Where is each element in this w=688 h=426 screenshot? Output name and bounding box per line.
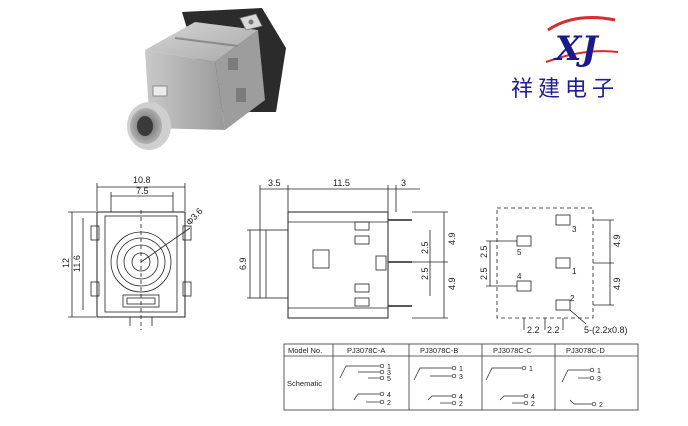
schematic-c (485, 365, 529, 406)
pcb-dim-bottom-a: 2.2 (527, 325, 540, 335)
side-dim-pin-offset: 3 (401, 178, 406, 188)
pcb-dim-col-a: 2.5 (479, 245, 489, 258)
side-dim-total-b: 4.9 (447, 277, 457, 290)
schematic-a (339, 363, 385, 405)
schematic-b-pin-4: 4 (459, 394, 463, 401)
side-dim-total-a: 4.9 (447, 232, 457, 245)
front-dim-inner-height: 11.6 (72, 255, 82, 272)
pcb-pin-label-4: 4 (517, 272, 522, 281)
side-dim-body: 11.5 (333, 178, 350, 188)
schematic-c-pin-1: 1 (529, 366, 533, 373)
front-dim-height: 12 (61, 258, 71, 268)
model-name-a: PJ3078C-A (347, 346, 385, 355)
front-dim-width: 10.8 (133, 175, 151, 185)
model-name-d: PJ3078C-D (566, 346, 605, 355)
schematic-d (561, 367, 597, 407)
schematic-b-pin-2: 2 (459, 401, 463, 408)
schematic-a-pin-4: 4 (387, 392, 391, 399)
pcb-pin-label-1: 1 (572, 267, 577, 276)
table-row-label: Schematic (287, 379, 322, 388)
schematic-d-pin-1: 1 (597, 368, 601, 375)
pcb-dim-row-a: 4.9 (612, 234, 622, 247)
brand-logo: XJ 祥建电子 (511, 16, 619, 102)
schematic-a-pin-3: 3 (387, 370, 391, 377)
pcb-pin-label-3: 3 (572, 225, 577, 234)
pcb-pin-label-2: 2 (570, 294, 575, 303)
pcb-layout-drawing (486, 207, 614, 330)
pcb-dim-row-b: 4.9 (612, 277, 622, 290)
model-table: Model No. Schematic PJ3078C-A PJ3078C-B … (283, 343, 639, 411)
product-photo (127, 8, 286, 150)
pcb-pin-label-5: 5 (517, 248, 522, 257)
pcb-dim-slot: 5-(2.2x0.8) (584, 325, 628, 335)
schematic-b-pin-1: 1 (459, 366, 463, 373)
schematic-d-pin-3: 3 (597, 376, 601, 383)
side-dim-pin-b: 2.5 (420, 267, 430, 280)
schematic-c-pin-4: 4 (531, 394, 535, 401)
pcb-dim-col-b: 2.5 (479, 267, 489, 280)
schematic-b (413, 365, 457, 406)
front-dim-hole: Φ3.6 (184, 206, 205, 227)
schematic-d-pin-2: 2 (599, 402, 603, 409)
schematic-b-pin-3: 3 (459, 374, 463, 381)
front-dim-inner-width: 7.5 (136, 186, 149, 196)
model-name-c: PJ3078C-C (493, 346, 532, 355)
schematic-a-pin-1: 1 (387, 364, 391, 371)
side-view-drawing (247, 185, 448, 319)
side-dim-barrel: 6.9 (238, 257, 248, 270)
side-dim-pin-a: 2.5 (420, 241, 430, 254)
company-name: 祥建电子 (511, 77, 619, 102)
table-header-label: Model No. (288, 346, 322, 355)
logo-letters: XJ (553, 29, 599, 69)
schematic-a-pin-5: 5 (387, 376, 391, 383)
front-view-drawing (68, 183, 192, 330)
schematic-a-pin-2: 2 (387, 400, 391, 407)
schematic-c-pin-2: 2 (531, 401, 535, 408)
side-dim-left: 3.5 (268, 178, 281, 188)
pcb-dim-bottom-b: 2.2 (547, 325, 560, 335)
model-name-b: PJ3078C-B (420, 346, 458, 355)
